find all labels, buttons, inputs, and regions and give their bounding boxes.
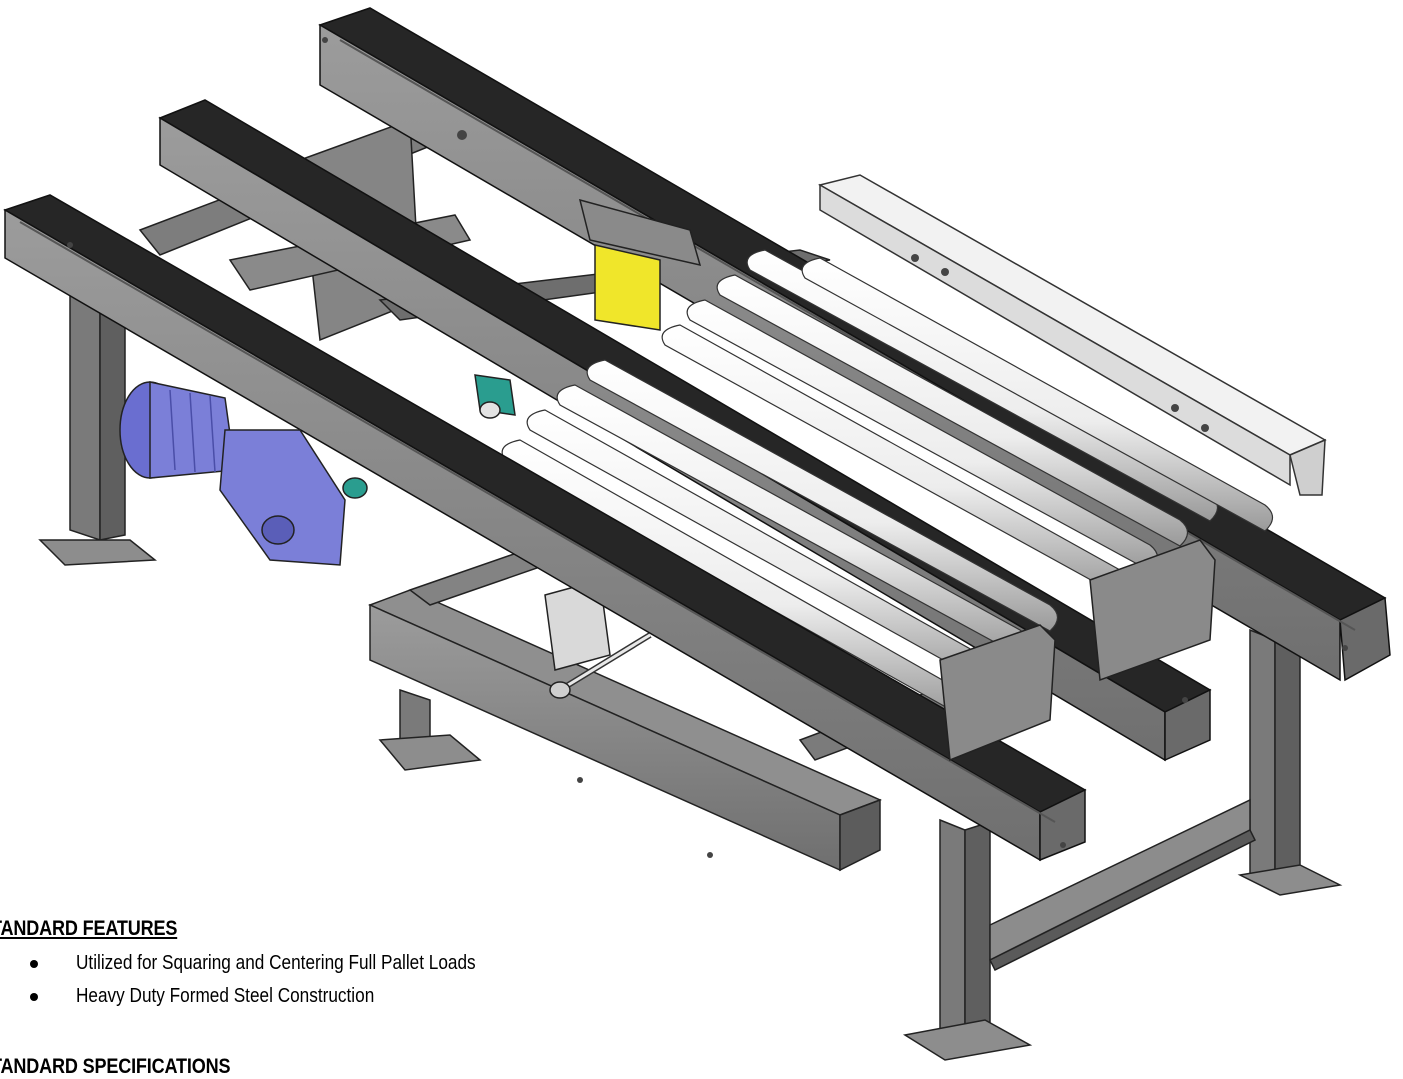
standard-specifications-heading: TANDARD SPECIFICATIONS [0,1055,231,1078]
gear-motor [119,381,368,566]
feature-text: Heavy Duty Formed Steel Construction [76,985,375,1007]
lower-cross-brace [988,798,1257,972]
yellow-bracket [578,198,702,331]
bullet-icon [30,960,38,968]
feature-text: Utilized for Squaring and Centering Full… [76,952,476,974]
bullet-icon [30,993,38,1001]
standard-features-heading: TANDARD FEATURES [0,917,178,940]
air-cylinder [544,579,652,699]
bearings [474,374,516,419]
bolt-details [67,37,1348,858]
rollers [501,249,1274,716]
lift-frame [368,544,977,872]
support-legs [38,288,1343,1061]
roller-end-plates [939,539,1216,762]
front-chain-rail [3,194,1087,862]
